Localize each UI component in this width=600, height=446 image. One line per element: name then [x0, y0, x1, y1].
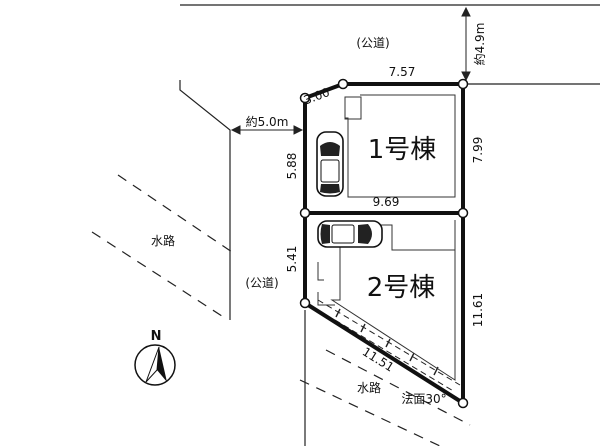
- car-icon: [317, 220, 383, 248]
- house1-label: 1号棟: [368, 135, 437, 165]
- house1-annex: [344, 96, 362, 120]
- waterway-upper-label: 水路: [151, 233, 175, 248]
- dim-divider: 9.69: [373, 195, 400, 209]
- dim-north-corner: 3.00: [302, 85, 332, 107]
- corner-markers: [299, 78, 469, 409]
- waterway-upper-line-2: [91, 231, 226, 319]
- north-road-label: (公道): [356, 36, 389, 50]
- slope-dash-line-2: [334, 319, 456, 393]
- car-icon: [316, 131, 344, 197]
- house2-label: 2号棟: [367, 273, 436, 303]
- waterway-lower-label: 水路: [357, 380, 381, 395]
- north-arrow-icon: N: [134, 329, 176, 386]
- slope-note: 法面30°: [401, 392, 446, 406]
- north-road-width-label: 約4.9m: [472, 23, 487, 66]
- dim-east-upper: 7.99: [471, 137, 485, 164]
- dim-north-top: 7.57: [389, 65, 416, 79]
- west-road-width-arrow: [230, 125, 304, 135]
- waterway-lines: [91, 174, 471, 446]
- slope-band: [317, 299, 461, 393]
- waterway-lower-line-1: [299, 379, 441, 446]
- dim-west-lower: 5.41: [285, 246, 299, 273]
- west-road-label: (公道): [245, 276, 278, 290]
- west-road-west-edge: [179, 80, 231, 320]
- dim-west-upper: 5.88: [285, 153, 299, 180]
- waterway-upper-line-1: [117, 174, 233, 253]
- house2-step: [317, 292, 335, 306]
- west-road-width-label: 約5.0m: [246, 114, 289, 129]
- lot1-boundary: [303, 82, 465, 215]
- north-label: N: [151, 329, 162, 344]
- house2-footprint: [330, 220, 456, 381]
- house2-porch: [317, 262, 324, 281]
- waterway-lower-line-2: [325, 349, 471, 426]
- north-road-width-arrow: [461, 6, 471, 82]
- building-footprints: [317, 94, 456, 381]
- dim-east-lower: 11.61: [471, 293, 485, 327]
